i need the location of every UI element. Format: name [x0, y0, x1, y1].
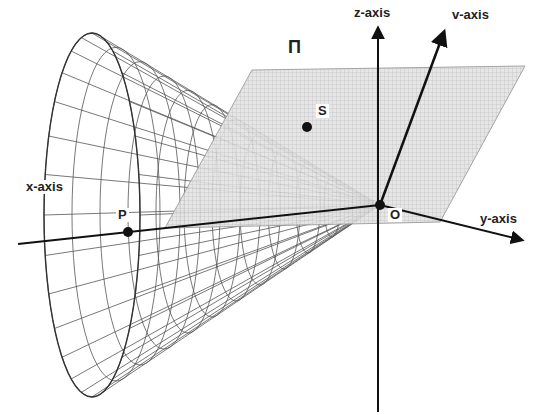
v-axis-line: [380, 32, 444, 205]
axis-label: y-axis: [478, 212, 519, 226]
point-dot: [302, 122, 312, 132]
cone-generator: [81, 205, 380, 392]
cone-rim: [44, 33, 140, 397]
cone-generator: [113, 205, 380, 379]
plane-label: Π: [286, 38, 303, 58]
point-dot: [375, 200, 385, 210]
axis-label: v-axis: [450, 8, 491, 22]
x-axis-line: [18, 205, 380, 244]
point-dot: [123, 227, 133, 237]
point-label: P: [116, 208, 129, 222]
plane: [165, 66, 525, 228]
axis-label: z-axis: [352, 6, 392, 20]
axis-label: x-axis: [24, 180, 65, 194]
y-axis-line: [380, 205, 522, 240]
cone-wireframe: [44, 33, 140, 397]
cone-generator: [71, 205, 380, 379]
cone-generator: [62, 205, 380, 357]
point-label: S: [316, 104, 329, 118]
point-label: O: [388, 208, 402, 222]
cone-generator: [92, 205, 380, 397]
z-axis-line: [377, 28, 379, 412]
cone-ring: [44, 33, 140, 397]
